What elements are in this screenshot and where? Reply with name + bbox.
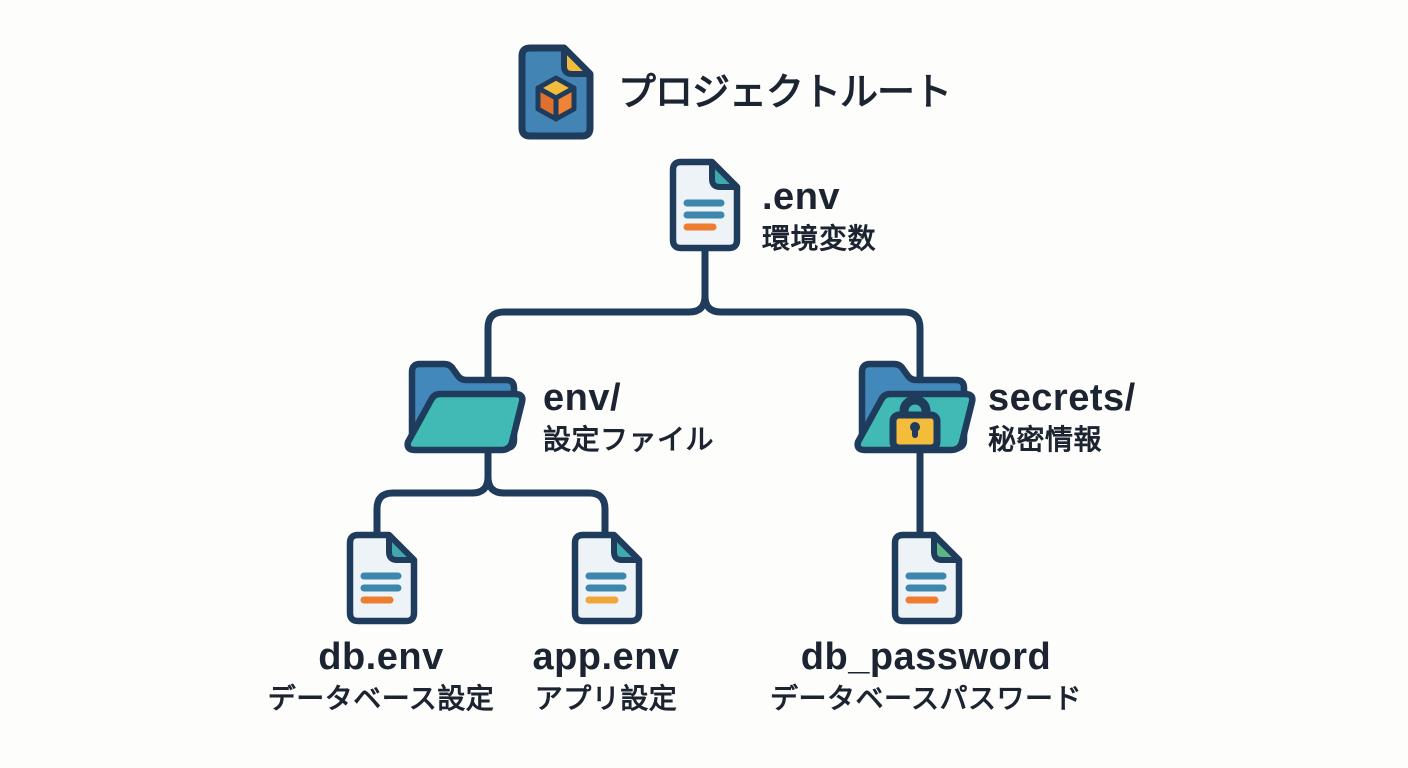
db-password-desc: データベースパスワード <box>769 683 1083 714</box>
db-env-desc: データベース設定 <box>267 683 495 714</box>
env-file-name: .env <box>762 176 841 218</box>
secrets-dir-desc: 秘密情報 <box>988 424 1103 455</box>
env-folder-icon <box>404 360 526 454</box>
app-env-file-icon <box>571 531 643 625</box>
secrets-folder-icon <box>854 360 976 454</box>
env-dir-name: env/ <box>543 377 622 419</box>
app-env-label: app.env アプリ設定 <box>532 638 679 713</box>
db-password-name: db_password <box>800 636 1052 678</box>
folded-corner <box>709 159 740 190</box>
db-env-file-icon <box>346 531 418 625</box>
connector-env-file-to-secrets-dir <box>701 248 924 542</box>
connector-env-dir-to-app-env <box>484 436 609 542</box>
env-file-label: .env 環境変数 <box>762 178 876 253</box>
folded-corner <box>611 532 642 563</box>
project-root-title: プロジェクトルート <box>618 72 952 114</box>
lock-icon <box>889 395 941 452</box>
db-password-label: db_password データベースパスワード <box>770 638 1082 713</box>
db-password-file-icon <box>891 531 963 625</box>
secrets-dir-label: secrets/ 秘密情報 <box>988 379 1136 454</box>
env-dir-desc: 設定ファイル <box>543 424 715 455</box>
app-env-desc: アプリ設定 <box>534 683 678 714</box>
folded-corner <box>386 532 417 563</box>
env-file-desc: 環境変数 <box>762 223 877 254</box>
env-file-icon <box>669 158 741 252</box>
env-dir-label: env/ 設定ファイル <box>543 379 714 454</box>
db-env-name: db.env <box>318 636 444 678</box>
package-cube-icon <box>535 75 577 122</box>
db-env-label: db.env データベース設定 <box>268 638 495 713</box>
package-file-icon <box>518 44 594 140</box>
app-env-name: app.env <box>532 636 680 678</box>
secrets-dir-name: secrets/ <box>988 377 1136 419</box>
project-root-label: プロジェクトルート <box>618 72 952 114</box>
folded-corner <box>931 532 962 563</box>
folded-corner <box>561 45 593 77</box>
